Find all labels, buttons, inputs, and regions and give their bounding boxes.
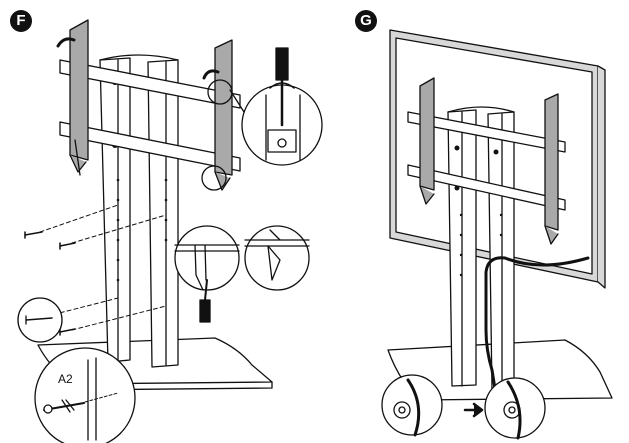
screwdriver-icon	[269, 47, 295, 127]
cable-clip-icon	[393, 401, 411, 419]
zoom-detail-screwdriver	[229, 47, 323, 166]
screw-label-a2: A2	[58, 372, 73, 386]
mount-bars-g	[407, 111, 566, 211]
screw-icon	[59, 328, 76, 336]
screwdriver-icon	[199, 279, 211, 323]
zoom-cable-clip-after	[484, 377, 546, 440]
tv-bracket-right-f	[214, 39, 233, 191]
step-f-badge: F	[10, 10, 32, 32]
tv-bracket-right-g	[544, 93, 559, 245]
screw-icon	[25, 315, 53, 325]
stand-pole-f	[99, 54, 179, 368]
tv-bracket-left-f	[69, 19, 89, 176]
cable-clip-icon	[503, 401, 521, 419]
zoom-cable-clip-before	[381, 374, 443, 437]
tv-bracket-left-g	[419, 77, 435, 205]
step-g-badge: G	[355, 10, 377, 32]
zoom-detail-hook-2	[244, 225, 310, 291]
screw-guides-f	[39, 204, 167, 331]
screw-icon	[43, 399, 85, 414]
rotate-arrow-icon	[56, 37, 76, 48]
screws-f	[24, 231, 76, 336]
panel-f	[17, 19, 323, 443]
zoom-detail-screw	[17, 297, 63, 343]
arrow-right-icon	[463, 402, 484, 418]
screw-icon	[24, 231, 43, 239]
screw-icon	[59, 242, 76, 250]
power-cable	[484, 256, 590, 397]
zoom-detail-a2	[34, 347, 136, 443]
panel-g	[381, 29, 613, 440]
zoom-detail-hook-1	[174, 225, 240, 323]
rotate-arrow-icon	[202, 69, 220, 80]
mount-bars-f	[59, 59, 241, 172]
